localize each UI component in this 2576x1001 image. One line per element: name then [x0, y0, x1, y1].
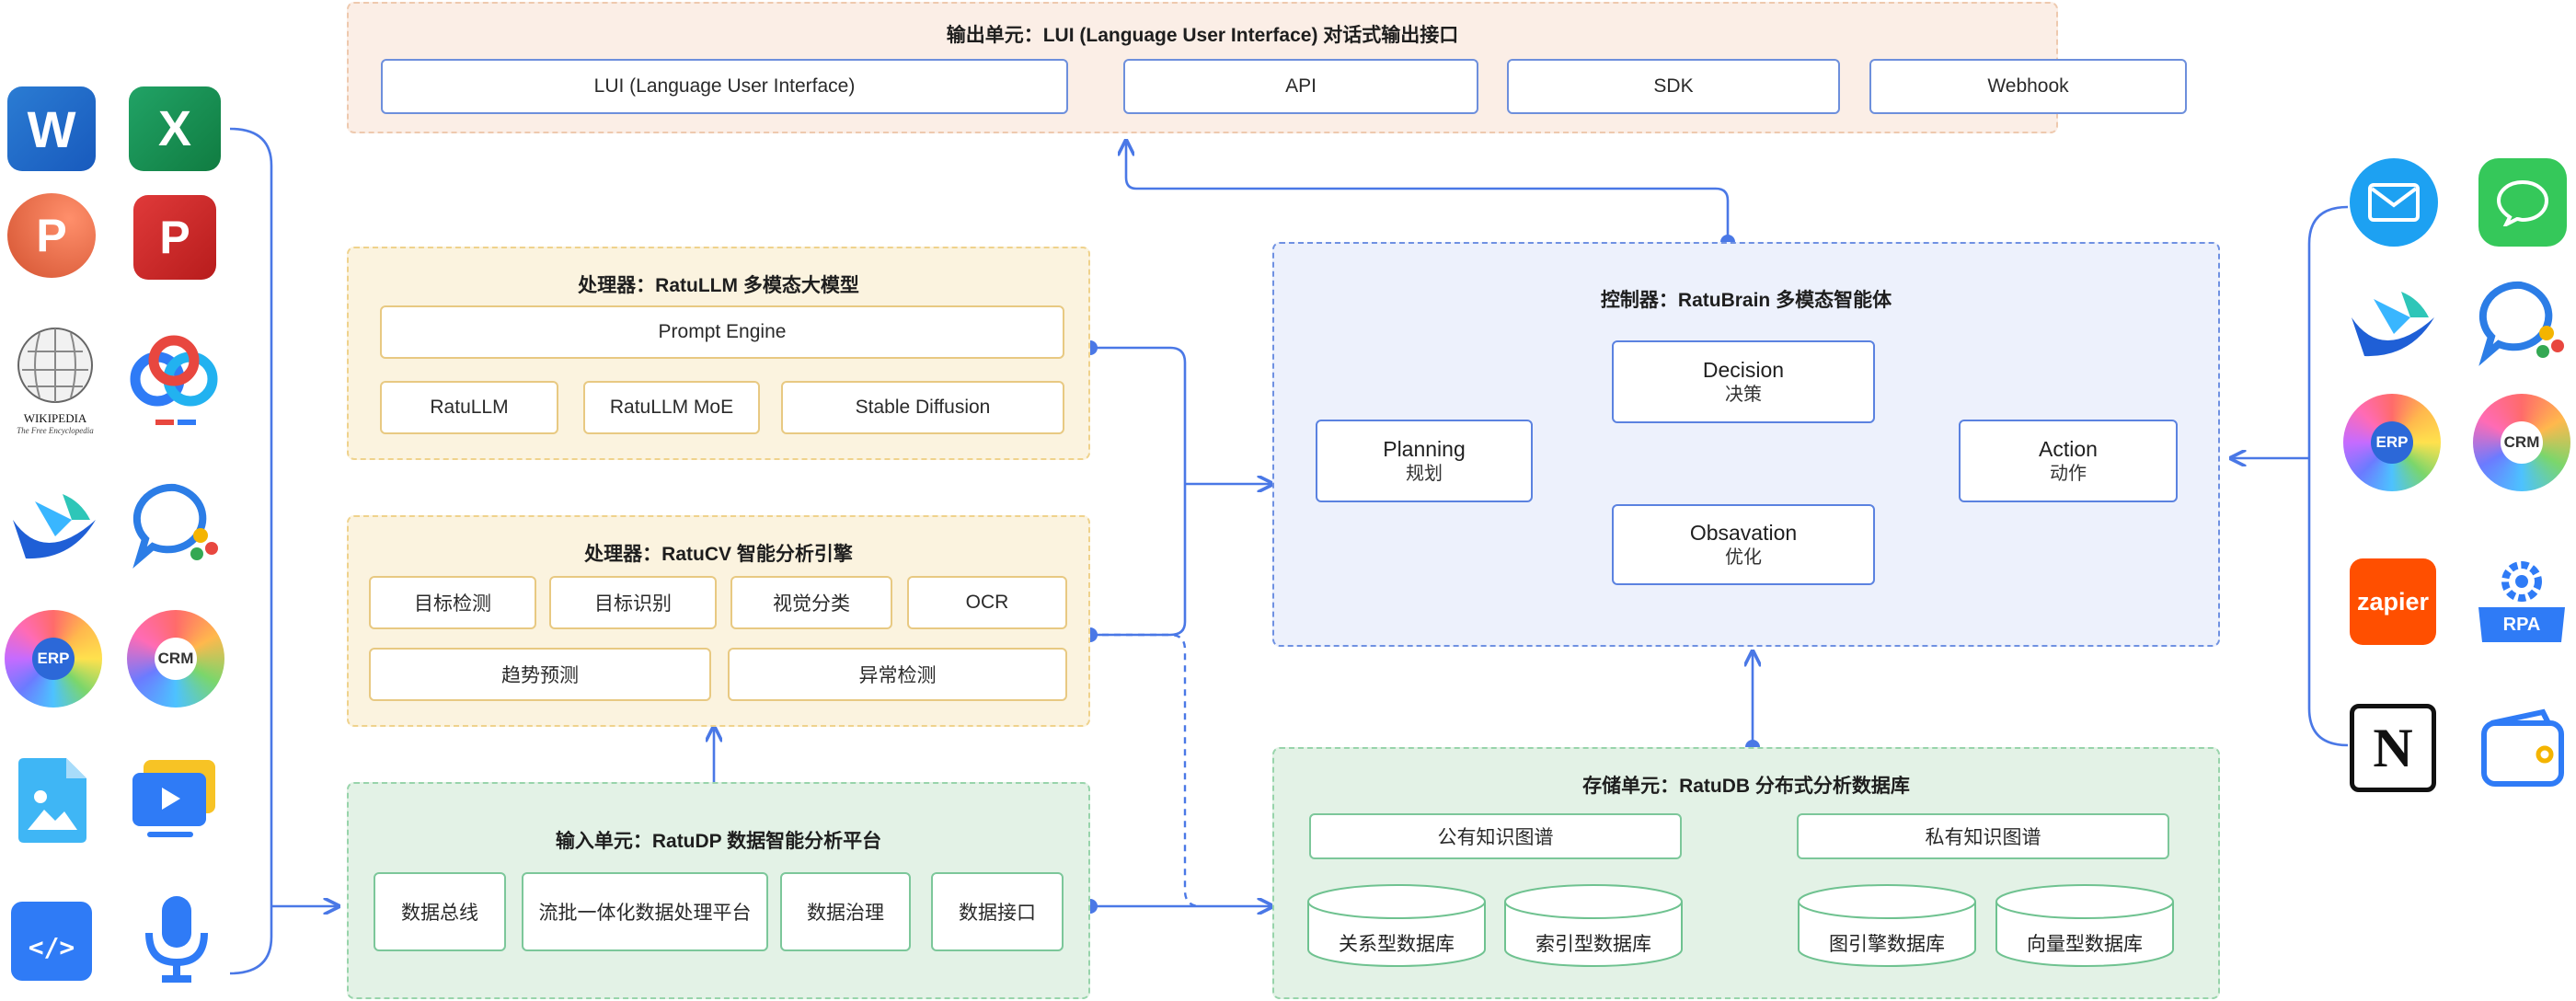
input-unit-panel: 输入单元：RatuDP 数据智能分析平台 数据总线 流批一体化数据处理平台 数据…	[347, 782, 1090, 999]
data-governance-box: 数据治理	[780, 872, 911, 951]
observation-en: Obsavation	[1689, 521, 1798, 546]
brain-to-output-arrow	[1126, 141, 1730, 242]
planning-zh: 规划	[1406, 463, 1443, 484]
crm-wheel-icon: CRM	[127, 610, 224, 708]
chat-app-icon	[129, 478, 221, 570]
data-interface-box: 数据接口	[931, 872, 1064, 951]
decision-en: Decision	[1702, 358, 1785, 383]
output-sdk-box: SDK	[1507, 59, 1840, 114]
cv-object-detection-box: 目标检测	[369, 576, 536, 629]
action-en: Action	[2039, 437, 2098, 462]
vector-db-label: 向量型数据库	[2027, 934, 2143, 955]
private-kg-box: 私有知识图谱	[1797, 813, 2169, 859]
image-file-icon	[15, 756, 90, 845]
public-kg-box: 公有知识图谱	[1309, 813, 1682, 859]
planning-node: Planning 规划	[1316, 420, 1533, 502]
data-bus-box: 数据总线	[374, 872, 506, 951]
prompt-engine-box: Prompt Engine	[380, 305, 1064, 359]
crm-wheel-right-icon: CRM	[2473, 394, 2570, 491]
erp-wheel-right-icon: ERP	[2343, 394, 2441, 491]
relational-db-label: 关系型数据库	[1339, 934, 1455, 955]
wallet-icon	[2478, 707, 2567, 791]
llm-processor-title: 处理器：RatuLLM 多模态大模型	[578, 275, 859, 296]
rpa-label: RPA	[2502, 615, 2541, 635]
output-lui-box: LUI (Language User Interface)	[381, 59, 1068, 114]
lark-icon	[7, 483, 99, 566]
word-icon: W	[7, 86, 96, 171]
crm-wheel-right-label: CRM	[2501, 421, 2543, 464]
stable-diffusion-box: Stable Diffusion	[781, 381, 1064, 434]
excel-icon: X	[129, 86, 221, 171]
erp-wheel-icon: ERP	[5, 610, 102, 708]
wikipedia-icon: WIKIPEDIA The Free Encyclopedia	[7, 324, 103, 436]
video-player-icon	[129, 756, 221, 841]
decision-zh: 决策	[1725, 384, 1762, 405]
cv-ocr-box: OCR	[907, 576, 1067, 629]
cv-processor-panel: 处理器：RatuCV 智能分析引擎 目标检测 目标识别 视觉分类 OCR 趋势预…	[347, 515, 1090, 727]
observation-node: Obsavation 优化	[1612, 504, 1875, 585]
rpa-robot-icon: RPA	[2473, 554, 2570, 650]
output-api-box: API	[1123, 59, 1478, 114]
right-targets-connector	[2307, 205, 2349, 747]
cv-trend-prediction-box: 趋势预测	[369, 648, 711, 701]
output-unit-title: 输出单元：LUI (Language User Interface) 对话式输出…	[946, 25, 1459, 46]
crm-wheel-label: CRM	[155, 638, 197, 680]
cv-to-storage-dashed	[1090, 633, 1202, 908]
wikipedia-name: WIKIPEDIA	[23, 411, 87, 425]
zapier-icon: zapier	[2350, 558, 2436, 645]
erp-wheel-label: ERP	[32, 638, 75, 680]
graph-db-label: 图引擎数据库	[1829, 934, 1945, 955]
notion-icon: N	[2350, 704, 2436, 792]
wikipedia-globe	[17, 328, 93, 403]
wikipedia-tagline: The Free Encyclopedia	[17, 426, 94, 435]
storage-unit-title: 存储单元：RatuDB 分布式分析数据库	[1582, 776, 1910, 797]
lark-right-icon	[2346, 281, 2438, 363]
microphone-icon	[138, 892, 215, 984]
llm-processor-panel: 处理器：RatuLLM 多模态大模型 Prompt Engine RatuLLM…	[347, 247, 1090, 460]
index-db: 索引型数据库	[1503, 883, 1684, 968]
stream-batch-platform-box: 流批一体化数据处理平台	[522, 872, 768, 951]
output-webhook-box: Webhook	[1869, 59, 2187, 114]
messages-icon	[2478, 158, 2567, 247]
ratullm-moe-box: RatuLLM MoE	[583, 381, 760, 434]
powerpoint-icon: P	[7, 193, 96, 278]
erp-wheel-right-label: ERP	[2371, 421, 2413, 464]
index-db-label: 索引型数据库	[1535, 934, 1651, 955]
llm-to-brain-line	[1090, 346, 1187, 637]
cv-anomaly-detection-box: 异常检测	[728, 648, 1067, 701]
action-zh: 动作	[2050, 463, 2087, 484]
cv-processor-title: 处理器：RatuCV 智能分析引擎	[584, 544, 853, 565]
left-sources-connector	[229, 127, 273, 975]
observation-zh: 优化	[1725, 547, 1762, 568]
brain-controller-title: 控制器：RatuBrain 多模态智能体	[1600, 290, 1892, 311]
action-node: Action 动作	[1959, 420, 2178, 502]
vector-db: 向量型数据库	[1995, 883, 2175, 968]
graph-db: 图引擎数据库	[1797, 883, 1977, 968]
pdf-icon: P	[133, 195, 216, 280]
code-window-icon: </>	[11, 902, 92, 981]
relational-db: 关系型数据库	[1306, 883, 1487, 968]
cv-object-recognition-box: 目标识别	[549, 576, 717, 629]
ratullm-box: RatuLLM	[380, 381, 558, 434]
decision-node: Decision 决策	[1612, 340, 1875, 423]
planning-en: Planning	[1383, 437, 1466, 462]
cv-visual-classification-box: 视觉分类	[730, 576, 892, 629]
input-unit-title: 输入单元：RatuDP 数据智能分析平台	[555, 831, 882, 852]
output-unit-panel: 输出单元：LUI (Language User Interface) 对话式输出…	[347, 2, 2187, 133]
mail-icon	[2350, 158, 2438, 247]
chat-app-right-icon	[2475, 276, 2567, 368]
baidu-netdisk-icon	[124, 331, 224, 432]
